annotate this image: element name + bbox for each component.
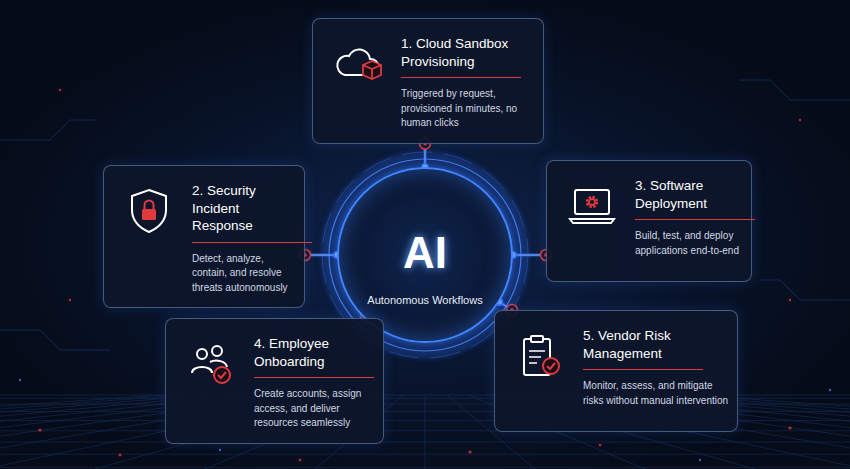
card-body: Detect, analyze, contain, and resolve th… <box>192 252 300 296</box>
connector <box>300 250 341 261</box>
shield-lock-icon <box>124 186 174 236</box>
heading-rule <box>635 219 755 220</box>
card-body: Monitor, assess, and mitigate risks with… <box>583 379 729 408</box>
heading-rule <box>583 369 703 370</box>
workflow-card: 1. Cloud Sandbox ProvisioningTriggered b… <box>312 18 544 144</box>
heading-rule <box>254 377 374 378</box>
card-heading: 3. Software Deployment <box>635 177 743 212</box>
workflow-card: 2. Security Incident ResponseDetect, ana… <box>103 165 305 308</box>
heading-rule <box>401 77 521 78</box>
card-body: Create accounts, assign access, and deli… <box>254 387 375 431</box>
card-heading: 2. Security Incident Response <box>192 182 300 235</box>
card-heading: 5. Vendor Risk Management <box>583 327 729 362</box>
clipboard-check-icon <box>515 331 565 381</box>
people-check-icon <box>186 339 236 389</box>
ai-hub: AI Autonomous Workflows <box>337 167 513 343</box>
workflow-card: 4. Employee OnboardingCreate accounts, a… <box>165 318 384 444</box>
laptop-gear-icon <box>567 181 617 231</box>
card-body: Build, test, and deploy applications end… <box>635 229 743 258</box>
card-body: Triggered by request, provisioned in min… <box>401 87 533 131</box>
cloud-cube-icon <box>333 39 383 89</box>
workflow-card: 5. Vendor Risk ManagementMonitor, assess… <box>494 310 738 432</box>
card-heading: 4. Employee Onboarding <box>254 335 375 370</box>
heading-rule <box>192 242 312 243</box>
card-heading: 1. Cloud Sandbox Provisioning <box>401 35 533 70</box>
hub-subtitle: Autonomous Workflows <box>365 293 485 308</box>
hub-title: AI <box>403 231 447 275</box>
workflow-card: 3. Software DeploymentBuild, test, and d… <box>546 160 752 282</box>
